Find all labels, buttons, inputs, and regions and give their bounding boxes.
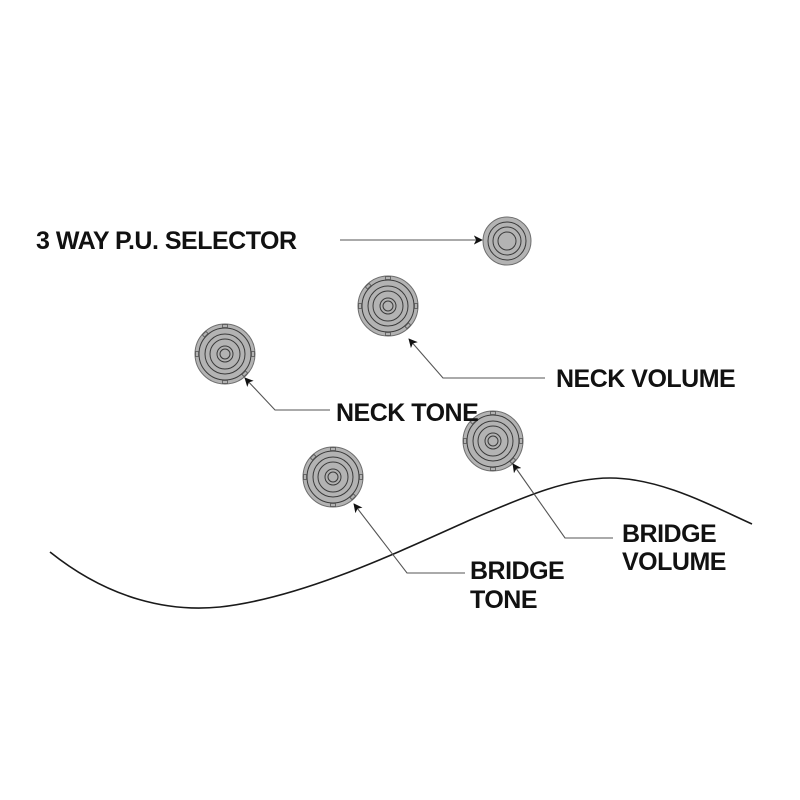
knob-notch	[490, 467, 496, 471]
knob-notch	[490, 411, 496, 415]
knob-ring	[382, 300, 394, 312]
label-bridge-tone-line2: TONE	[470, 586, 537, 614]
leader-neck-volume	[408, 338, 545, 379]
knob-notch	[251, 351, 255, 357]
knob-ring	[219, 348, 231, 360]
knob-bridge-volume	[462, 410, 524, 472]
knob-neck-tone	[194, 323, 256, 385]
knob-ring	[484, 432, 502, 450]
knob-notch	[241, 370, 249, 378]
knob-ring	[317, 461, 349, 493]
knob-ring	[466, 414, 520, 468]
knob-base	[462, 410, 524, 472]
knob-ring	[487, 435, 499, 447]
label-neck-volume: NECK VOLUME	[556, 365, 735, 393]
label-selector: 3 WAY P.U. SELECTOR	[36, 227, 297, 255]
knob-ring	[379, 297, 397, 315]
knob-notch	[195, 351, 199, 357]
knob-ring	[372, 290, 404, 322]
knob-notch	[463, 438, 467, 444]
knob-ring	[209, 338, 241, 370]
knob-ring	[306, 450, 360, 504]
knob-ring	[367, 285, 409, 327]
knob-notch	[385, 332, 391, 336]
label-bridge-volume-line2: VOLUME	[622, 548, 726, 576]
knob-notch	[358, 303, 362, 309]
label-neck-tone: NECK TONE	[336, 399, 478, 427]
knob-ring	[492, 226, 522, 256]
label-bridge-volume-line1: BRIDGE	[622, 520, 716, 548]
knob-ring	[324, 468, 342, 486]
knob-base	[302, 446, 364, 508]
knob-ring	[487, 221, 527, 261]
knob-neck-volume	[357, 275, 419, 337]
knob-bridge-tone	[302, 446, 364, 508]
knob-ring	[216, 345, 234, 363]
knob-notch	[330, 503, 336, 507]
knob-notch	[359, 474, 363, 480]
knob-notch	[222, 324, 228, 328]
knob-notch	[404, 322, 412, 330]
knob-ring	[198, 327, 252, 381]
knob-ring	[497, 231, 517, 251]
knob-notch	[303, 474, 307, 480]
knob-base	[194, 323, 256, 385]
pickup-selector-switch-selector	[482, 216, 532, 266]
label-bridge-tone-line1: BRIDGE	[470, 557, 564, 585]
guitar-body-outline	[49, 477, 753, 609]
knob-ring	[477, 425, 509, 457]
leader-bridge-volume	[512, 463, 613, 539]
knob-notch	[330, 447, 336, 451]
knob-ring	[204, 333, 246, 375]
knob-notch	[469, 417, 477, 425]
leader-bridge-tone	[353, 503, 465, 574]
knob-notch	[364, 282, 372, 290]
knob-notch	[201, 330, 209, 338]
leader-neck-tone	[244, 377, 330, 411]
knob-notch	[385, 276, 391, 280]
knob-notch	[519, 438, 523, 444]
knob-notch	[222, 380, 228, 384]
knob-ring	[361, 279, 415, 333]
knob-ring	[472, 420, 514, 462]
knob-notch	[509, 457, 517, 465]
knob-base	[357, 275, 419, 337]
knob-base	[482, 216, 532, 266]
knob-ring	[312, 456, 354, 498]
knob-notch	[349, 493, 357, 501]
knob-notch	[309, 453, 317, 461]
knob-notch	[414, 303, 418, 309]
knob-ring	[327, 471, 339, 483]
